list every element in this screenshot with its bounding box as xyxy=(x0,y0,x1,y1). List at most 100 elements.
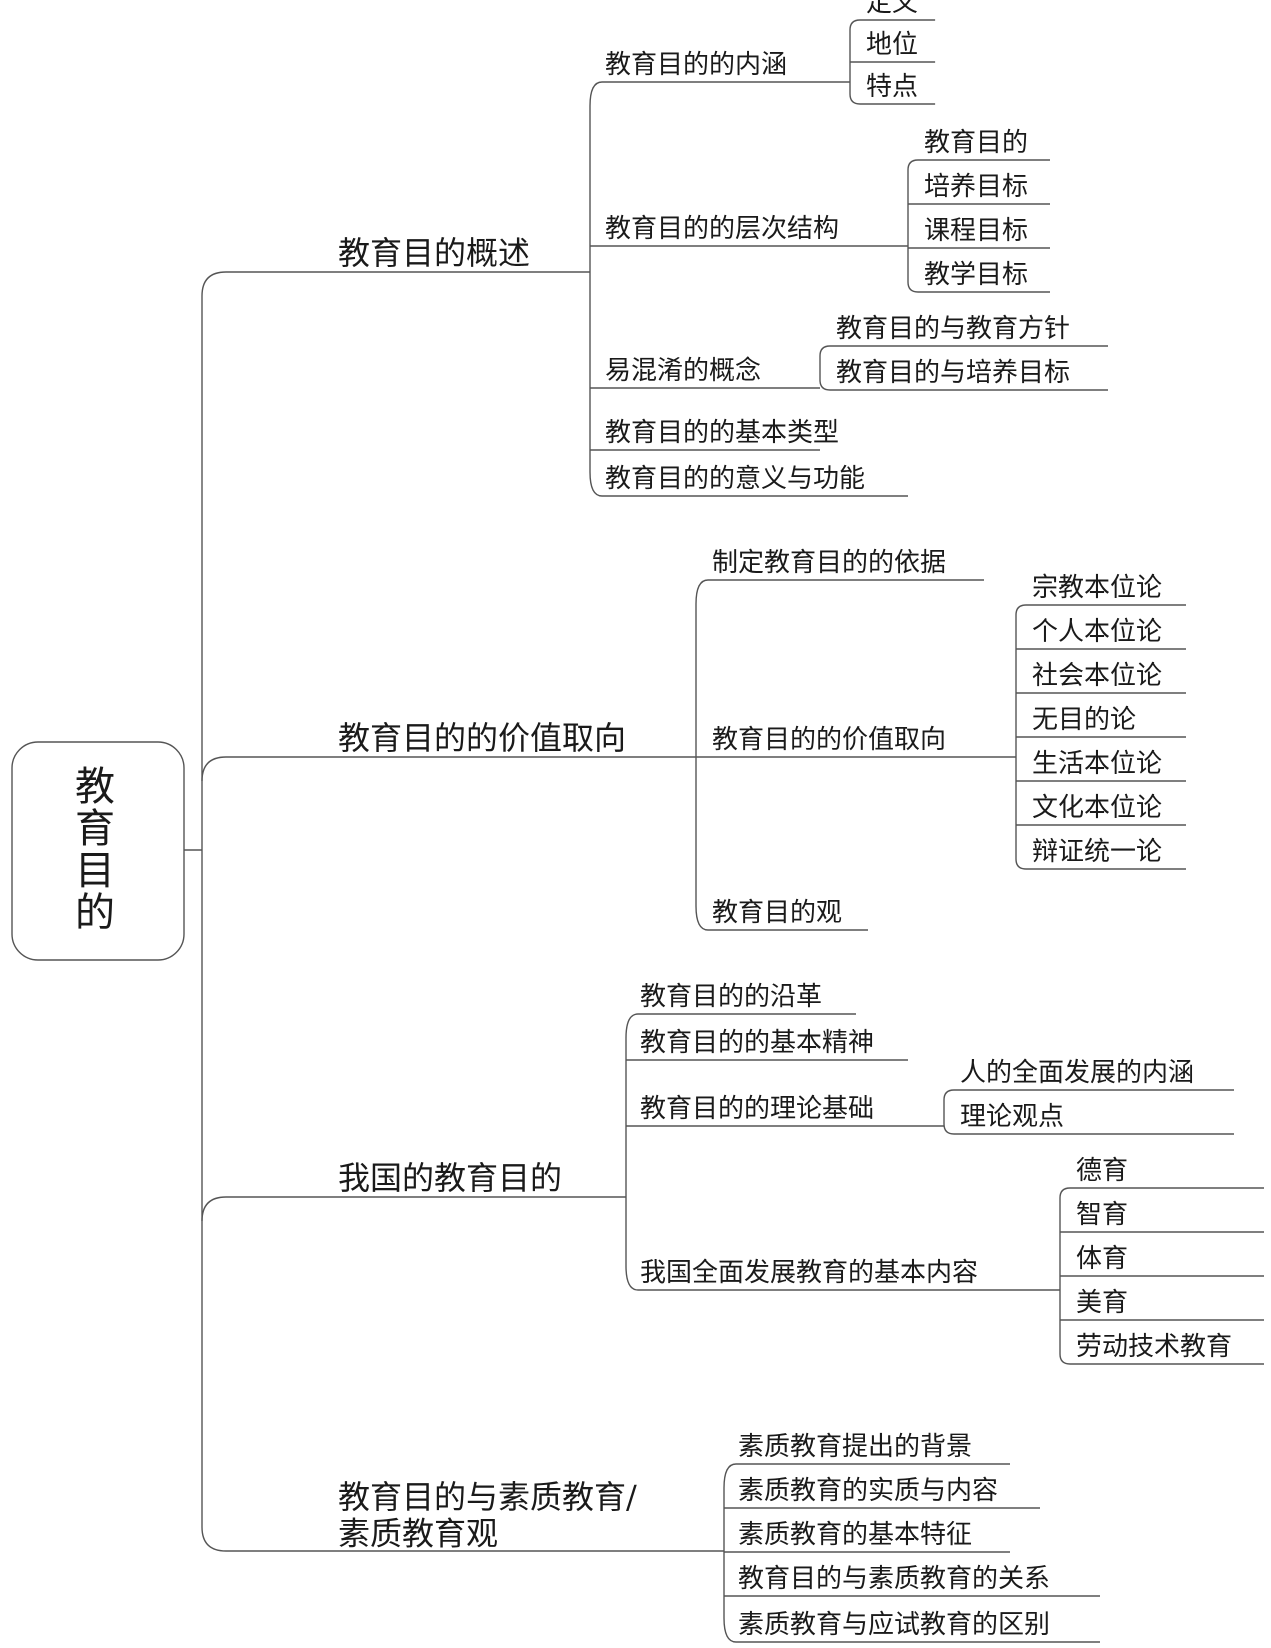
sub-label: 教育目的的价值取向 xyxy=(712,725,946,755)
leaf-connector-top xyxy=(1059,1187,1071,1199)
leaf-label: 宗教本位论 xyxy=(1032,573,1162,603)
leaf-label: 地位 xyxy=(866,30,918,60)
leaf-node: 地位 xyxy=(850,30,936,63)
leaf-node: 课程目标 xyxy=(908,216,1050,249)
sub-label: 易混淆的概念 xyxy=(605,356,761,386)
sub-label: 教育目的与素质教育的关系 xyxy=(738,1564,1050,1594)
sub-label: 制定教育目的的依据 xyxy=(712,548,946,578)
leaf-label: 无目的论 xyxy=(1032,705,1136,735)
leaf-connector-bottom xyxy=(943,1123,955,1135)
sub-connector-bottom xyxy=(723,1617,737,1643)
sub-node: 教育目的的意义与功能 xyxy=(602,464,908,497)
sub-label: 教育目的的内涵 xyxy=(605,50,787,80)
sub-label: 教育目的的层次结构 xyxy=(605,214,839,244)
trunk-branch-connector xyxy=(201,756,322,782)
sub-connector-top xyxy=(723,1463,737,1489)
branch-label: 我国的教育目的 xyxy=(338,1159,562,1197)
branch-node: 教育目的与素质教育/素质教育观素质教育提出的背景素质教育的实质与内容素质教育的基… xyxy=(322,1432,1100,1643)
sub-node: 教育目的观 xyxy=(708,898,868,931)
leaf-node: 教育目的与教育方针 xyxy=(830,314,1108,347)
sub-label: 教育目的的理论基础 xyxy=(640,1094,874,1124)
branch-label: 教育目的的价值取向 xyxy=(338,719,626,757)
leaf-node: 宗教本位论 xyxy=(1026,573,1186,606)
sub-node: 教育目的的基本类型 xyxy=(590,418,839,451)
sub-connector-top xyxy=(695,579,709,605)
leaf-label: 课程目标 xyxy=(924,216,1028,246)
sub-label: 教育目的的基本精神 xyxy=(640,1028,874,1058)
leaf-label: 智育 xyxy=(1076,1200,1128,1230)
sub-connector-bottom xyxy=(695,905,709,931)
leaf-node: 人的全面发展的内涵 xyxy=(954,1058,1234,1091)
sub-label: 素质教育的基本特征 xyxy=(738,1520,972,1550)
leaf-connector-top xyxy=(907,159,919,171)
sub-node: 教育目的的基本精神 xyxy=(626,1028,908,1061)
sub-node: 制定教育目的的依据 xyxy=(708,548,984,581)
leaf-label: 个人本位论 xyxy=(1032,617,1162,647)
leaf-label: 体育 xyxy=(1076,1244,1128,1274)
sub-label: 教育目的的意义与功能 xyxy=(605,464,865,494)
root-node-box xyxy=(11,741,185,961)
sub-label: 我国全面发展教育的基本内容 xyxy=(640,1258,978,1288)
leaf-label: 定义 xyxy=(866,0,918,18)
branch-node: 教育目的的价值取向制定教育目的的依据教育目的的价值取向宗教本位论个人本位论社会本… xyxy=(322,548,1186,931)
sub-connector-top xyxy=(625,1013,639,1039)
trunk-curve-top xyxy=(201,271,322,850)
leaf-label: 特点 xyxy=(866,72,918,102)
sub-label: 素质教育与应试教育的区别 xyxy=(738,1610,1050,1640)
sub-node: 素质教育提出的背景 xyxy=(736,1432,1010,1465)
leaf-label: 辩证统一论 xyxy=(1032,837,1162,867)
leaf-node: 辩证统一论 xyxy=(1026,837,1186,870)
leaf-label: 教育目的 xyxy=(924,128,1028,158)
sub-label: 教育目的的沿革 xyxy=(640,982,822,1012)
leaf-label: 人的全面发展的内涵 xyxy=(960,1058,1194,1088)
leaf-node: 劳动技术教育 xyxy=(1070,1332,1264,1365)
leaf-node: 智育 xyxy=(1060,1200,1264,1233)
root-node-char: 目 xyxy=(75,848,115,894)
leaf-node: 理论观点 xyxy=(954,1102,1234,1135)
branch-label-line: 教育目的与素质教育/ xyxy=(338,1478,637,1516)
leaf-node: 定义 xyxy=(860,0,936,21)
leaf-label: 文化本位论 xyxy=(1032,793,1162,823)
leaf-node: 培养目标 xyxy=(908,172,1050,205)
trunk-curve-bottom xyxy=(201,850,322,1552)
leaf-label: 劳动技术教育 xyxy=(1076,1332,1232,1362)
leaf-node: 特点 xyxy=(860,72,936,105)
leaf-connector-bottom xyxy=(1015,858,1027,870)
leaf-node: 德育 xyxy=(1070,1156,1264,1189)
leaf-node: 美育 xyxy=(1060,1288,1264,1321)
root-node-char: 教 xyxy=(75,764,115,810)
leaf-node: 无目的论 xyxy=(1016,705,1186,738)
leaf-connector-top xyxy=(849,19,861,31)
sub-node: 教育目的的价值取向 宗教本位论个人本位论社会本位论无目的论生活本位论文化本位论辩证… xyxy=(696,573,1186,870)
leaf-label: 理论观点 xyxy=(960,1102,1064,1132)
leaf-label: 教育目的与培养目标 xyxy=(836,358,1070,388)
leaf-connector-top xyxy=(943,1089,955,1101)
sub-node: 素质教育与应试教育的区别 xyxy=(736,1610,1100,1643)
leaf-node: 生活本位论 xyxy=(1016,749,1186,782)
leaf-connector-bottom xyxy=(849,93,861,105)
leaf-label: 社会本位论 xyxy=(1032,661,1162,691)
sub-label: 教育目的观 xyxy=(712,898,842,928)
sub-node: 素质教育的基本特征 xyxy=(724,1520,1010,1553)
sub-label: 素质教育的实质与内容 xyxy=(738,1476,998,1506)
leaf-label: 教育目的与教育方针 xyxy=(836,314,1070,344)
leaf-connector-bottom xyxy=(907,281,919,293)
leaf-label: 美育 xyxy=(1076,1288,1128,1318)
root-node-char: 育 xyxy=(75,806,115,852)
branch-label: 教育目的概述 xyxy=(338,234,530,272)
leaf-connector-bottom xyxy=(1059,1353,1071,1365)
leaf-node: 教育目的与培养目标 xyxy=(830,358,1108,391)
leaf-node: 教学目标 xyxy=(918,260,1050,293)
leaf-label: 培养目标 xyxy=(924,172,1028,202)
sub-connector-bottom xyxy=(589,471,603,497)
leaf-node: 文化本位论 xyxy=(1016,793,1186,826)
sub-node: 教育目的的沿革 xyxy=(638,982,856,1015)
sub-label: 素质教育提出的背景 xyxy=(738,1432,972,1462)
